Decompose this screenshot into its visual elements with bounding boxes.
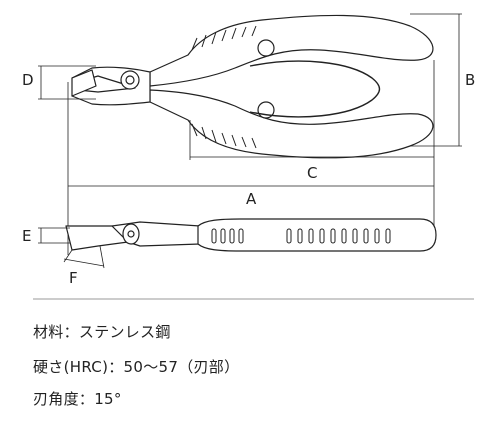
grip-slots-left [211, 228, 244, 244]
dim-label-d: D [22, 71, 34, 89]
lower-handle [149, 89, 434, 159]
dim-label-e: E [22, 227, 31, 245]
dimension-b [410, 13, 462, 147]
grip-slots-right [286, 228, 391, 244]
pliers-side-view [65, 218, 437, 252]
side-pivot-inner [127, 230, 135, 238]
dimension-e [38, 227, 70, 244]
pivot-screw-inner [125, 75, 135, 85]
spring [249, 60, 381, 118]
spec-blade-angle: 刃角度：15° [33, 390, 122, 408]
dimension-f [63, 245, 105, 269]
dimension-d [38, 65, 96, 100]
dim-label-b: B [465, 71, 475, 89]
spec-material: 材料：ステンレス鋼 [33, 323, 171, 341]
dim-label-f: F [69, 269, 78, 287]
pliers-top-view [71, 14, 434, 159]
spec-hardness: 硬さ(HRC)：50〜57（刃部） [33, 358, 240, 376]
dim-label-c: C [307, 164, 317, 182]
upper-grip-lines [191, 25, 257, 51]
dim-label-a: A [246, 190, 257, 208]
jaw-tip [71, 69, 97, 97]
dimension-c [189, 60, 435, 160]
upper-handle-hole [257, 39, 275, 57]
upper-handle [149, 14, 434, 87]
lower-grip-lines [191, 123, 257, 149]
